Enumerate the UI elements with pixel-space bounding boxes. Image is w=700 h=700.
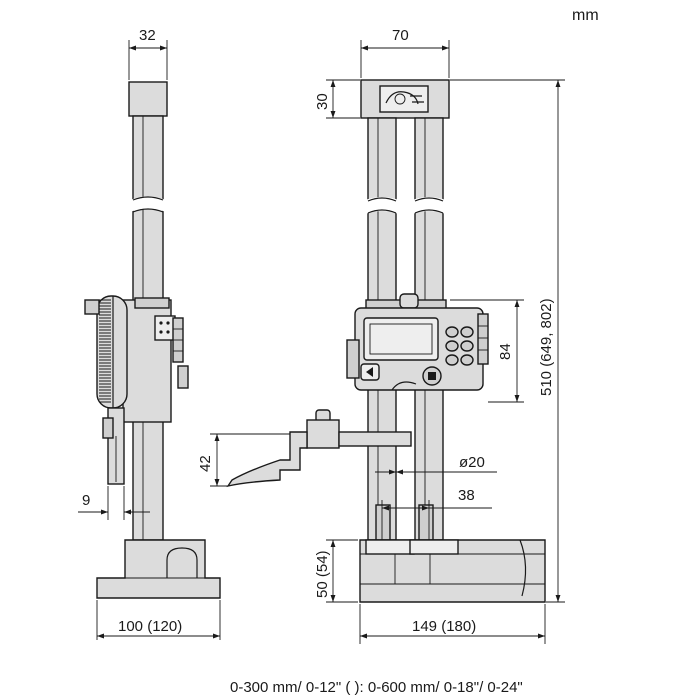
side-top-cap xyxy=(128,81,168,117)
side-column-width-label: 32 xyxy=(139,27,156,44)
fine-feed-wheel xyxy=(84,295,128,409)
keypad xyxy=(445,326,474,366)
column-diameter-label: ø20 xyxy=(459,454,485,471)
unit-height-label: 84 xyxy=(497,343,514,360)
base-depth-label: 100 (120) xyxy=(118,618,182,635)
range-footnote: 0-300 mm/ 0-12" ( ): 0-600 mm/ 0-18"/ 0-… xyxy=(230,679,523,696)
unit-label: mm xyxy=(572,7,599,24)
overall-height-label: 510 (649, 802) xyxy=(538,298,555,396)
probe-height-label: 42 xyxy=(197,455,214,472)
unit-bracket xyxy=(346,339,360,379)
brand-logo xyxy=(379,85,429,113)
side-column-break xyxy=(130,196,166,212)
column-spacing-label: 38 xyxy=(458,487,475,504)
head-width-label: 70 xyxy=(392,27,409,44)
side-base xyxy=(96,539,221,599)
front-base xyxy=(359,539,546,603)
scriber-offset-label: 9 xyxy=(82,492,90,509)
front-view: 42 70 30 84 510 (649, 802) xyxy=(197,27,565,644)
head-height-label: 30 xyxy=(314,93,331,110)
lcd-display xyxy=(363,317,439,361)
side-view: 9 32 100 (120) xyxy=(78,27,221,640)
side-connector xyxy=(154,315,176,341)
clamp-knob xyxy=(399,293,419,309)
base-width-label: 149 (180) xyxy=(412,618,476,635)
base-height-label: 50 (54) xyxy=(314,550,331,598)
scriber-arm xyxy=(226,409,412,488)
